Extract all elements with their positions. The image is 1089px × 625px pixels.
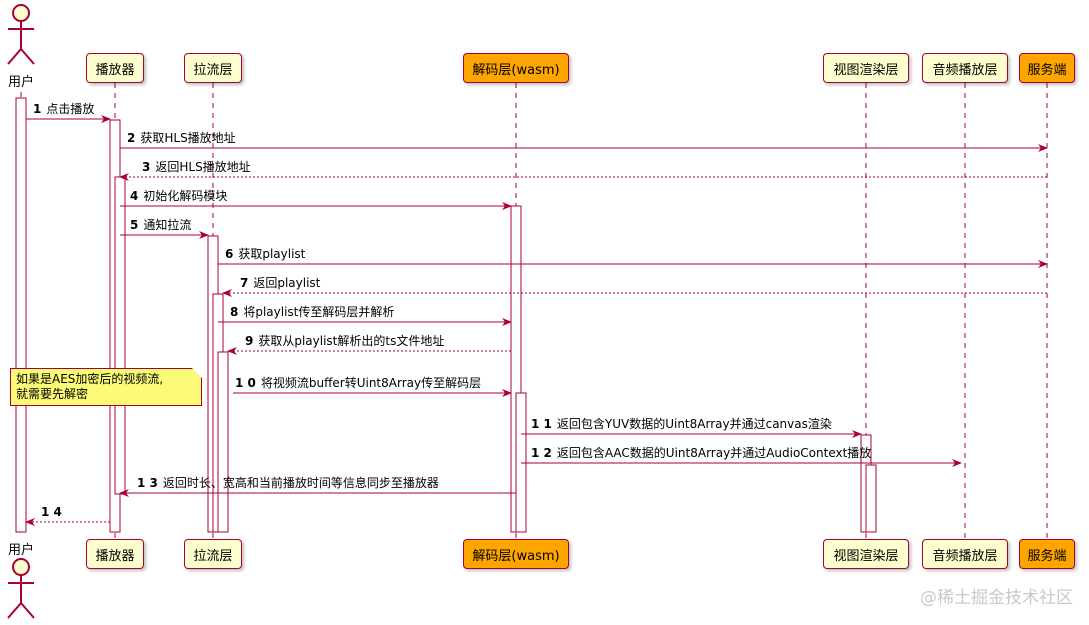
message-label-9: 9 获取从playlist解析出的ts文件地址 — [245, 334, 444, 348]
message-number: 1 2 — [531, 446, 552, 460]
message-label-7: 7 返回playlist — [240, 276, 320, 290]
message-label-6: 6 获取playlist — [225, 247, 305, 261]
message-number: 7 — [240, 276, 249, 290]
message-text: 获取HLS播放地址 — [140, 131, 236, 145]
message-label-13: 1 3 返回时长、宽高和当前播放时间等信息同步至播放器 — [137, 476, 439, 490]
message-text: 点击播放 — [46, 102, 95, 116]
participant-stream-top: 拉流层 — [184, 53, 242, 83]
note-aes-decrypt: 如果是AES加密后的视频流, 就需要先解密 — [10, 368, 202, 406]
message-number: 1 — [33, 102, 42, 116]
message-number: 6 — [225, 247, 234, 261]
message-label-1: 1 点击播放 — [33, 102, 94, 116]
message-text: 返回包含AAC数据的Uint8Array并通过AudioContext播放 — [556, 446, 872, 460]
message-label-12: 1 2 返回包含AAC数据的Uint8Array并通过AudioContext播放 — [531, 446, 871, 460]
message-number: 1 3 — [137, 476, 158, 490]
message-text: 获取playlist — [238, 247, 306, 261]
participant-player-bottom: 播放器 — [86, 539, 144, 569]
message-text: 将视频流buffer转Uint8Array传至解码层 — [260, 376, 482, 390]
message-text: 将playlist传至解码层并解析 — [243, 305, 395, 319]
activation-bar-user — [15, 97, 27, 533]
message-text: 获取从playlist解析出的ts文件地址 — [258, 334, 445, 348]
actor-label-top: 用户 — [7, 75, 35, 90]
participant-decoder-top: 解码层(wasm) — [463, 53, 569, 83]
message-number: 4 — [130, 189, 139, 203]
message-number: 8 — [230, 305, 239, 319]
participant-stream-bottom: 拉流层 — [184, 539, 242, 569]
message-label-8: 8 将playlist传至解码层并解析 — [230, 305, 394, 319]
note-line-2: 就需要先解密 — [16, 387, 89, 401]
message-text: 初始化解码模块 — [143, 189, 228, 203]
participant-audio-bottom: 音频播放层 — [922, 539, 1008, 569]
message-number: 5 — [130, 218, 139, 232]
activation-bar-player — [114, 176, 126, 495]
message-text: 通知拉流 — [143, 218, 192, 232]
participant-render-top: 视图渲染层 — [823, 53, 909, 83]
message-number: 1 1 — [531, 417, 552, 431]
watermark: @稀土掘金技术社区 — [920, 588, 1073, 608]
message-text: 返回包含YUV数据的Uint8Array并通过canvas渲染 — [556, 417, 832, 431]
message-label-11: 1 1 返回包含YUV数据的Uint8Array并通过canvas渲染 — [531, 417, 832, 431]
participant-render-bottom: 视图渲染层 — [823, 539, 909, 569]
activation-bar-stream — [217, 351, 229, 533]
message-text: 返回时长、宽高和当前播放时间等信息同步至播放器 — [162, 476, 439, 490]
message-number: 9 — [245, 334, 254, 348]
actor-icon-bottom — [7, 558, 35, 619]
message-label-10: 1 0 将视频流buffer转Uint8Array传至解码层 — [235, 376, 481, 390]
message-label-2: 2 获取HLS播放地址 — [127, 131, 236, 145]
message-number: 2 — [127, 131, 136, 145]
participant-server-bottom: 服务端 — [1019, 539, 1075, 569]
message-number: 1 4 — [41, 505, 62, 519]
message-label-14: 1 4 — [41, 505, 67, 519]
message-number: 3 — [142, 160, 151, 174]
activation-bar-render — [865, 464, 877, 533]
message-text: 返回playlist — [253, 276, 321, 290]
actor-icon-top — [7, 4, 35, 65]
actor-label-bottom: 用户 — [7, 543, 35, 558]
note-line-1: 如果是AES加密后的视频流, — [16, 372, 164, 386]
message-label-3: 3 返回HLS播放地址 — [142, 160, 251, 174]
participant-player-top: 播放器 — [86, 53, 144, 83]
note-fold-corner — [192, 368, 202, 378]
participant-decoder-bottom: 解码层(wasm) — [463, 539, 569, 569]
participant-server-top: 服务端 — [1019, 53, 1075, 83]
message-label-5: 5 通知拉流 — [130, 218, 191, 232]
message-text: 返回HLS播放地址 — [155, 160, 251, 174]
participant-audio-top: 音频播放层 — [922, 53, 1008, 83]
message-label-4: 4 初始化解码模块 — [130, 189, 227, 203]
message-number: 1 0 — [235, 376, 256, 390]
